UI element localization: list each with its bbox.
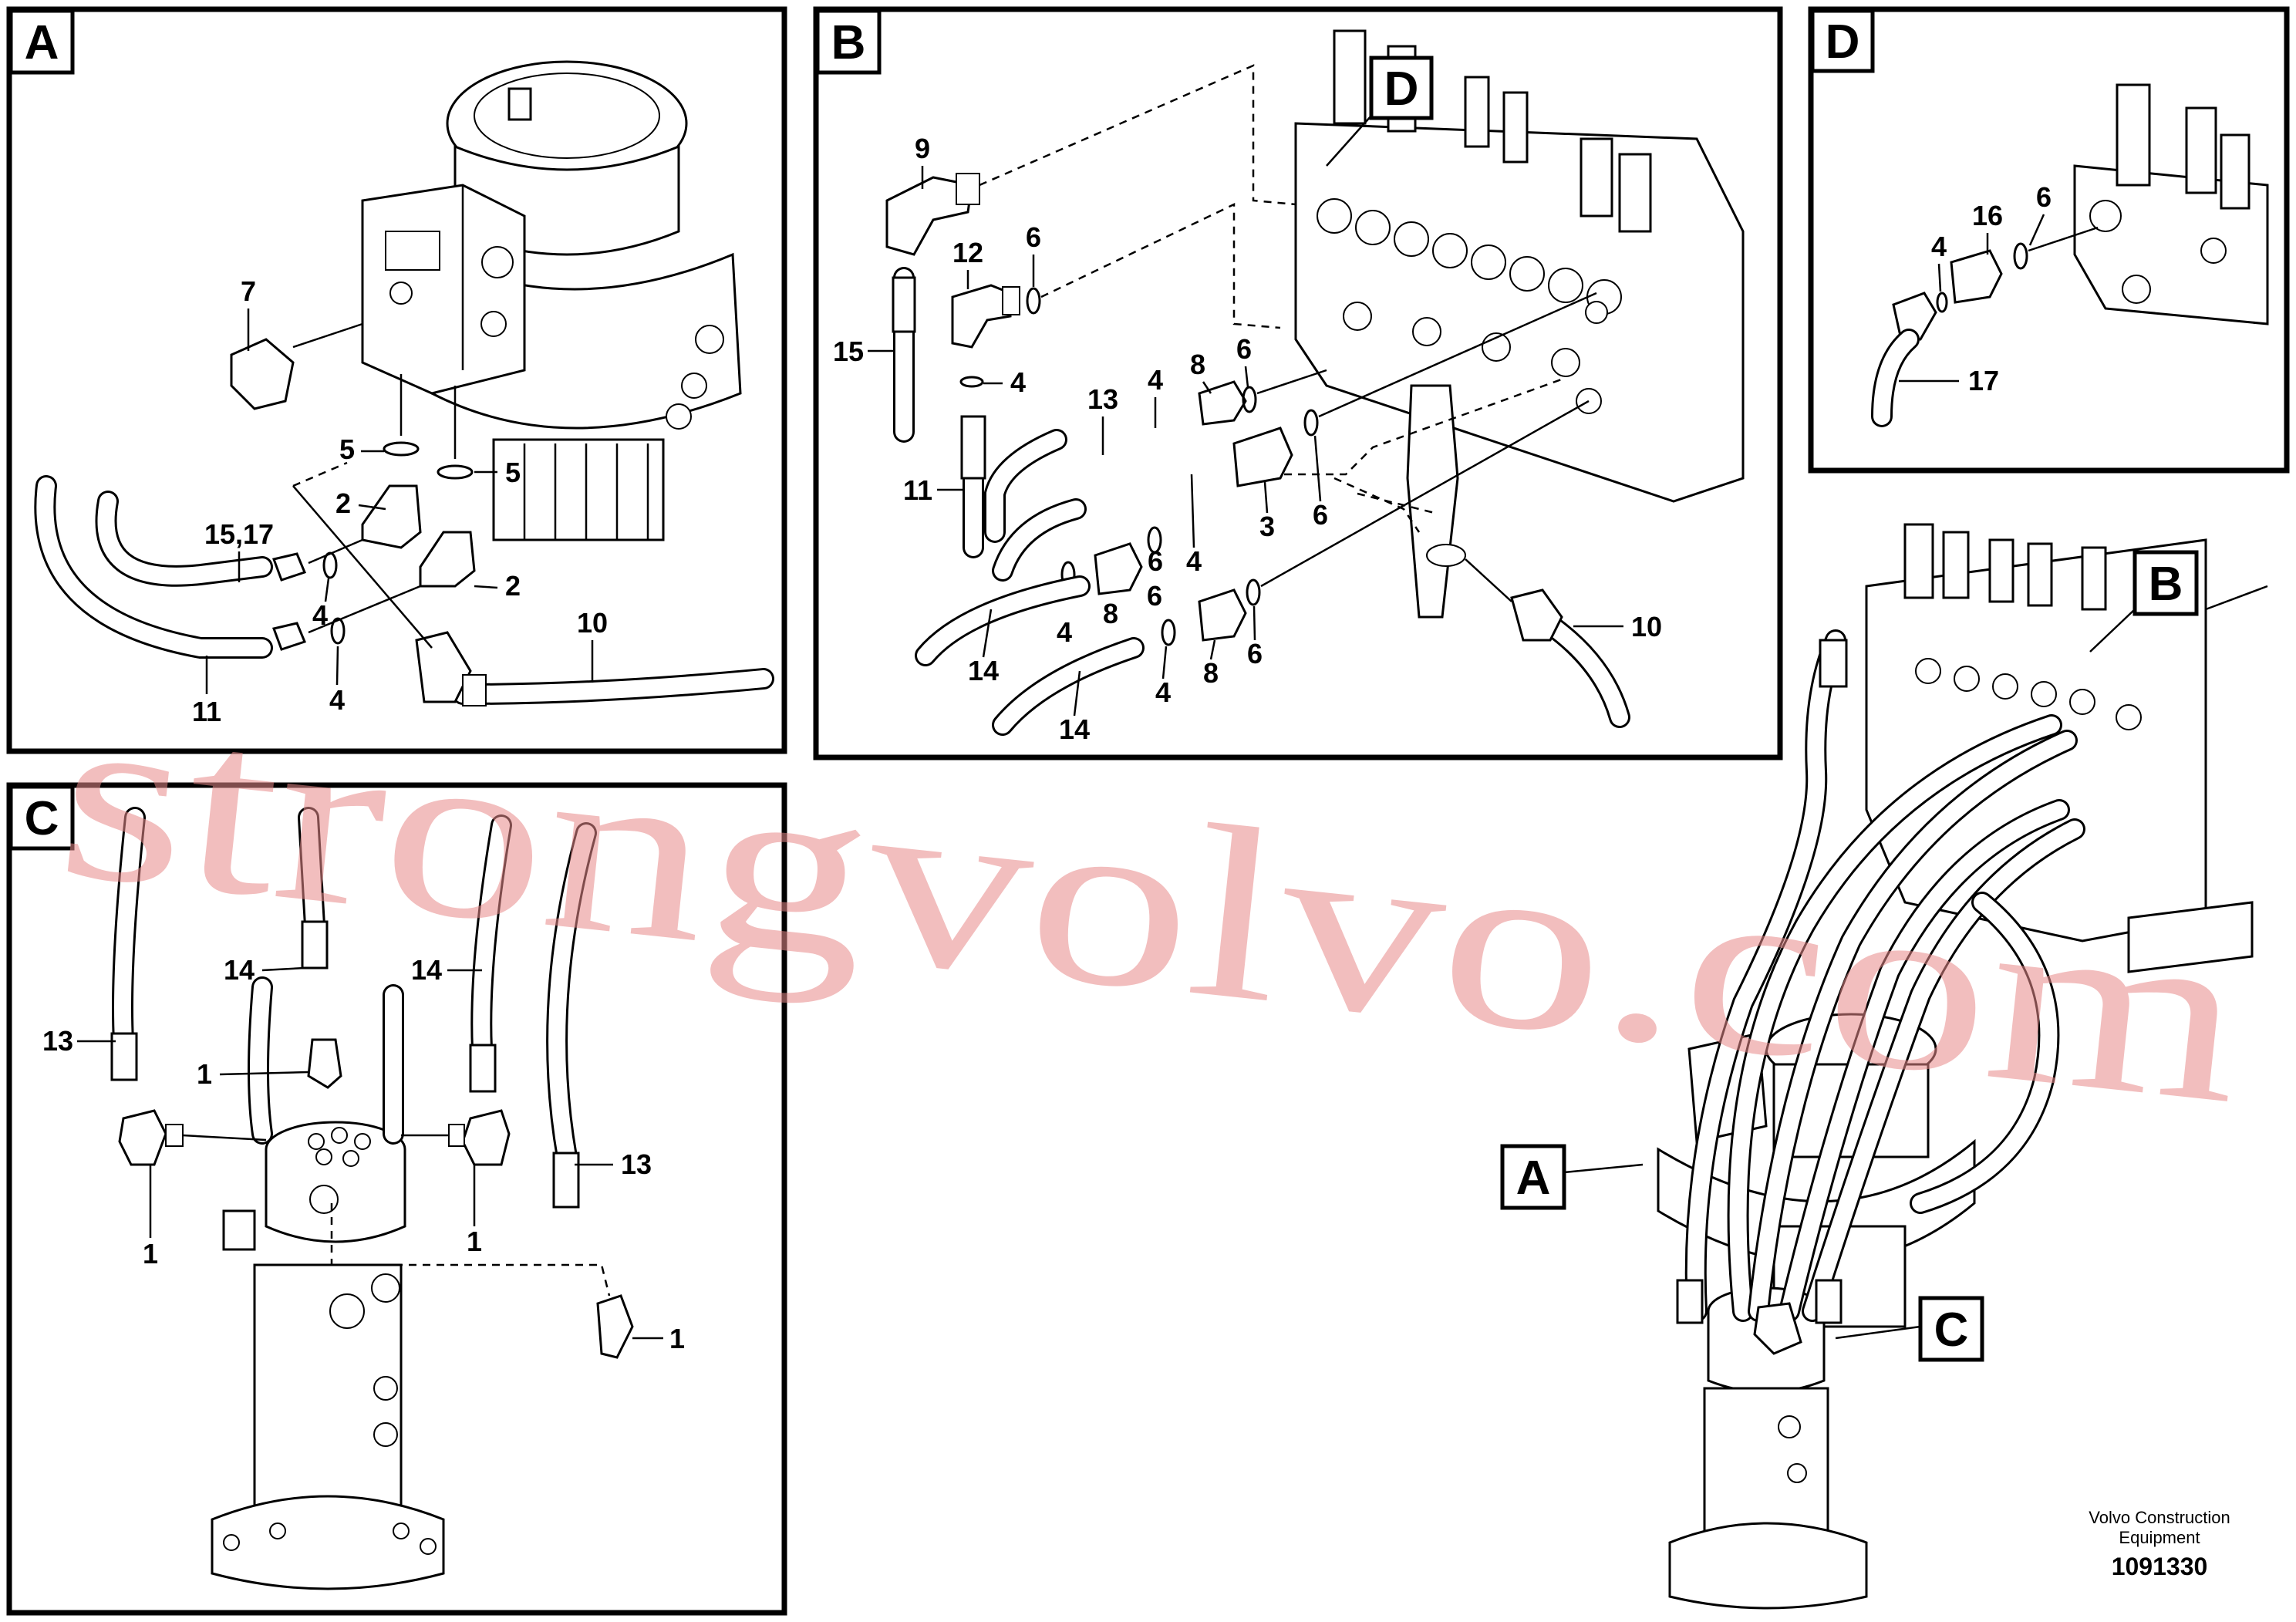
- panel-d: D 16 6 4 17: [1808, 6, 2290, 474]
- panel-b-label-box: [815, 8, 882, 75]
- callout-b-13: 13: [1087, 383, 1118, 415]
- callout-c-1-2: 1: [143, 1238, 158, 1270]
- control-valve-drawing: [1294, 29, 1745, 619]
- hoses-b: [892, 267, 1630, 736]
- overview-label-c: C: [1934, 1303, 1969, 1357]
- overview-label-c-box: [1918, 1296, 1984, 1362]
- fittings-a: [230, 322, 476, 651]
- panel-c-letter: C: [25, 792, 59, 845]
- footer-drawing-number: 1091330: [2112, 1553, 2208, 1580]
- callout-a-11: 11: [192, 696, 221, 727]
- callout-d-17: 17: [1968, 365, 1999, 396]
- callout-a-4-1: 4: [312, 599, 328, 631]
- callout-b-4-2: 4: [1148, 364, 1163, 396]
- callout-b-4-4: 4: [1057, 616, 1072, 648]
- panel-b-d-leader: [1326, 115, 1372, 167]
- panel-d-label-box: [1810, 8, 1875, 73]
- callout-a-10: 10: [577, 607, 608, 639]
- callout-a-2-2: 2: [505, 570, 521, 602]
- callout-d-4: 4: [1931, 231, 1947, 262]
- callout-b-6-2: 6: [1236, 333, 1252, 365]
- panel-a-letter: A: [25, 16, 59, 69]
- callout-c-13-1: 13: [42, 1025, 73, 1057]
- panel-a: A: [6, 6, 787, 754]
- callout-c-1-1: 1: [197, 1058, 212, 1090]
- callout-d-16: 16: [1972, 200, 2003, 231]
- callouts-c: 14 14 13 1 13 1 1 1: [42, 954, 685, 1354]
- overview-label-b-box: [2132, 550, 2199, 616]
- footer-company-line1: Volvo Construction: [2089, 1508, 2230, 1527]
- callout-c-14-1: 14: [224, 954, 255, 986]
- callout-c-13-2: 13: [621, 1148, 652, 1180]
- panel-a-label-box: [8, 8, 75, 75]
- callout-b-4-3: 4: [1186, 545, 1202, 577]
- callout-b-4-5: 4: [1155, 676, 1171, 708]
- panel-b-frame: [813, 6, 1783, 760]
- panel-b-d-label-box: [1369, 56, 1434, 120]
- panel-c-label-box: [8, 784, 75, 851]
- callout-b-6-4: 6: [1148, 545, 1163, 577]
- callout-a-7: 7: [241, 275, 256, 307]
- footer-company-line2: Equipment: [2119, 1528, 2200, 1547]
- callout-b-4-1: 4: [1010, 366, 1026, 398]
- valve-section-d: [1871, 83, 2269, 427]
- callout-b-6-3: 6: [1313, 499, 1328, 531]
- panel-d-frame: [1808, 6, 2290, 474]
- callout-d-6: 6: [2036, 181, 2052, 213]
- callout-b-8-2: 8: [1103, 598, 1118, 629]
- callout-b-6-1: 6: [1026, 221, 1041, 253]
- callout-a-5-2: 5: [505, 457, 521, 488]
- hoses-a: [34, 461, 774, 706]
- panel-c-frame: [6, 782, 787, 1616]
- fittings-c: [118, 1038, 634, 1359]
- overview-label-b: B: [2149, 558, 2183, 611]
- hoses-c: [110, 807, 597, 1209]
- callout-b-8-1: 8: [1190, 349, 1205, 380]
- callout-a-5-1: 5: [339, 433, 355, 465]
- callout-b-10: 10: [1631, 611, 1662, 642]
- callout-b-6-6: 6: [1247, 638, 1263, 669]
- overview-label-a-box: [1500, 1144, 1566, 1210]
- callout-b-14-1: 14: [968, 655, 999, 686]
- panel-b-d-letter: D: [1384, 62, 1419, 116]
- panel-b-letter: B: [831, 16, 866, 69]
- callout-c-1-3: 1: [467, 1226, 482, 1257]
- callout-c-1-4: 1: [669, 1323, 685, 1354]
- panel-d-letter: D: [1826, 15, 1860, 69]
- callout-b-12: 12: [952, 237, 983, 268]
- callout-b-14-2: 14: [1059, 713, 1090, 745]
- callout-b-15: 15: [833, 336, 864, 367]
- callouts-b: 9 12 6 15 4 11 13 4 8 6 6 3 6 4: [833, 133, 1662, 745]
- overview-assembly: B A C: [1500, 523, 2268, 1610]
- callout-b-9: 9: [915, 133, 930, 164]
- callout-b-11: 11: [903, 474, 932, 506]
- swivel-joint-drawing: [211, 1121, 445, 1590]
- callout-a-15-17: 15,17: [204, 518, 274, 550]
- callout-a-2-1: 2: [335, 487, 351, 519]
- callouts-a: 7 5 5 2 2 15,17 4 4 11 10: [192, 275, 608, 727]
- callout-c-14-2: 14: [411, 954, 442, 986]
- panel-b: B: [813, 6, 1783, 760]
- panel-a-frame: [6, 6, 787, 754]
- swing-motor-drawing: [361, 60, 742, 541]
- footer: Volvo Construction Equipment 1091330: [2089, 1508, 2230, 1580]
- callout-b-3: 3: [1259, 511, 1275, 542]
- callout-a-4-2: 4: [329, 684, 345, 716]
- panel-c: C: [6, 782, 787, 1616]
- fittings-b: [885, 64, 1597, 646]
- callout-b-8-3: 8: [1203, 657, 1219, 689]
- callout-b-6-5: 6: [1147, 580, 1162, 612]
- overview-label-a: A: [1516, 1152, 1551, 1205]
- callouts-d: 16 6 4 17: [1899, 181, 2052, 396]
